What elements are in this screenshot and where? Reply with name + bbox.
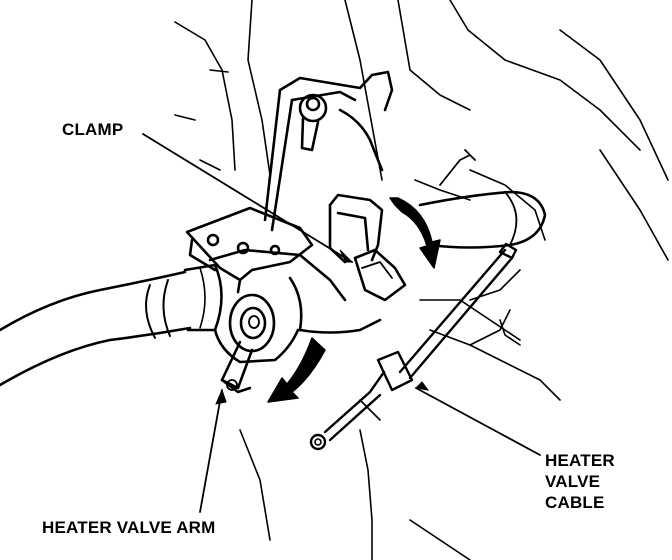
motion-arrows (267, 197, 441, 403)
label-clamp: CLAMP (62, 120, 124, 139)
label-cable-line-2: VALVE (545, 472, 601, 491)
curved-arrow-arm (267, 337, 326, 403)
label-cable-line-3: CABLE (545, 493, 605, 512)
leader-arm (199, 389, 223, 513)
heater-hose-left (0, 263, 223, 387)
heater-valve-arm (220, 340, 254, 394)
leader-arrowheads (215, 249, 430, 405)
heater-valve-body (208, 248, 382, 364)
mounting-bracket (185, 70, 394, 294)
label-cable-line-1: HEATER (545, 451, 615, 470)
leader-lines (142, 133, 541, 513)
leader-cable (415, 387, 541, 456)
heater-valve-cable (309, 242, 518, 451)
label-heater-valve-cable: HEATER VALVE CABLE (545, 450, 615, 513)
label-heater-valve-arm: HEATER VALVE ARM (42, 518, 216, 537)
curved-arrow-clamp (389, 197, 441, 269)
clamp-shape (328, 193, 407, 302)
engine-background (174, 0, 669, 560)
leader-clamp (142, 133, 353, 263)
heater-hose-right (418, 149, 547, 249)
